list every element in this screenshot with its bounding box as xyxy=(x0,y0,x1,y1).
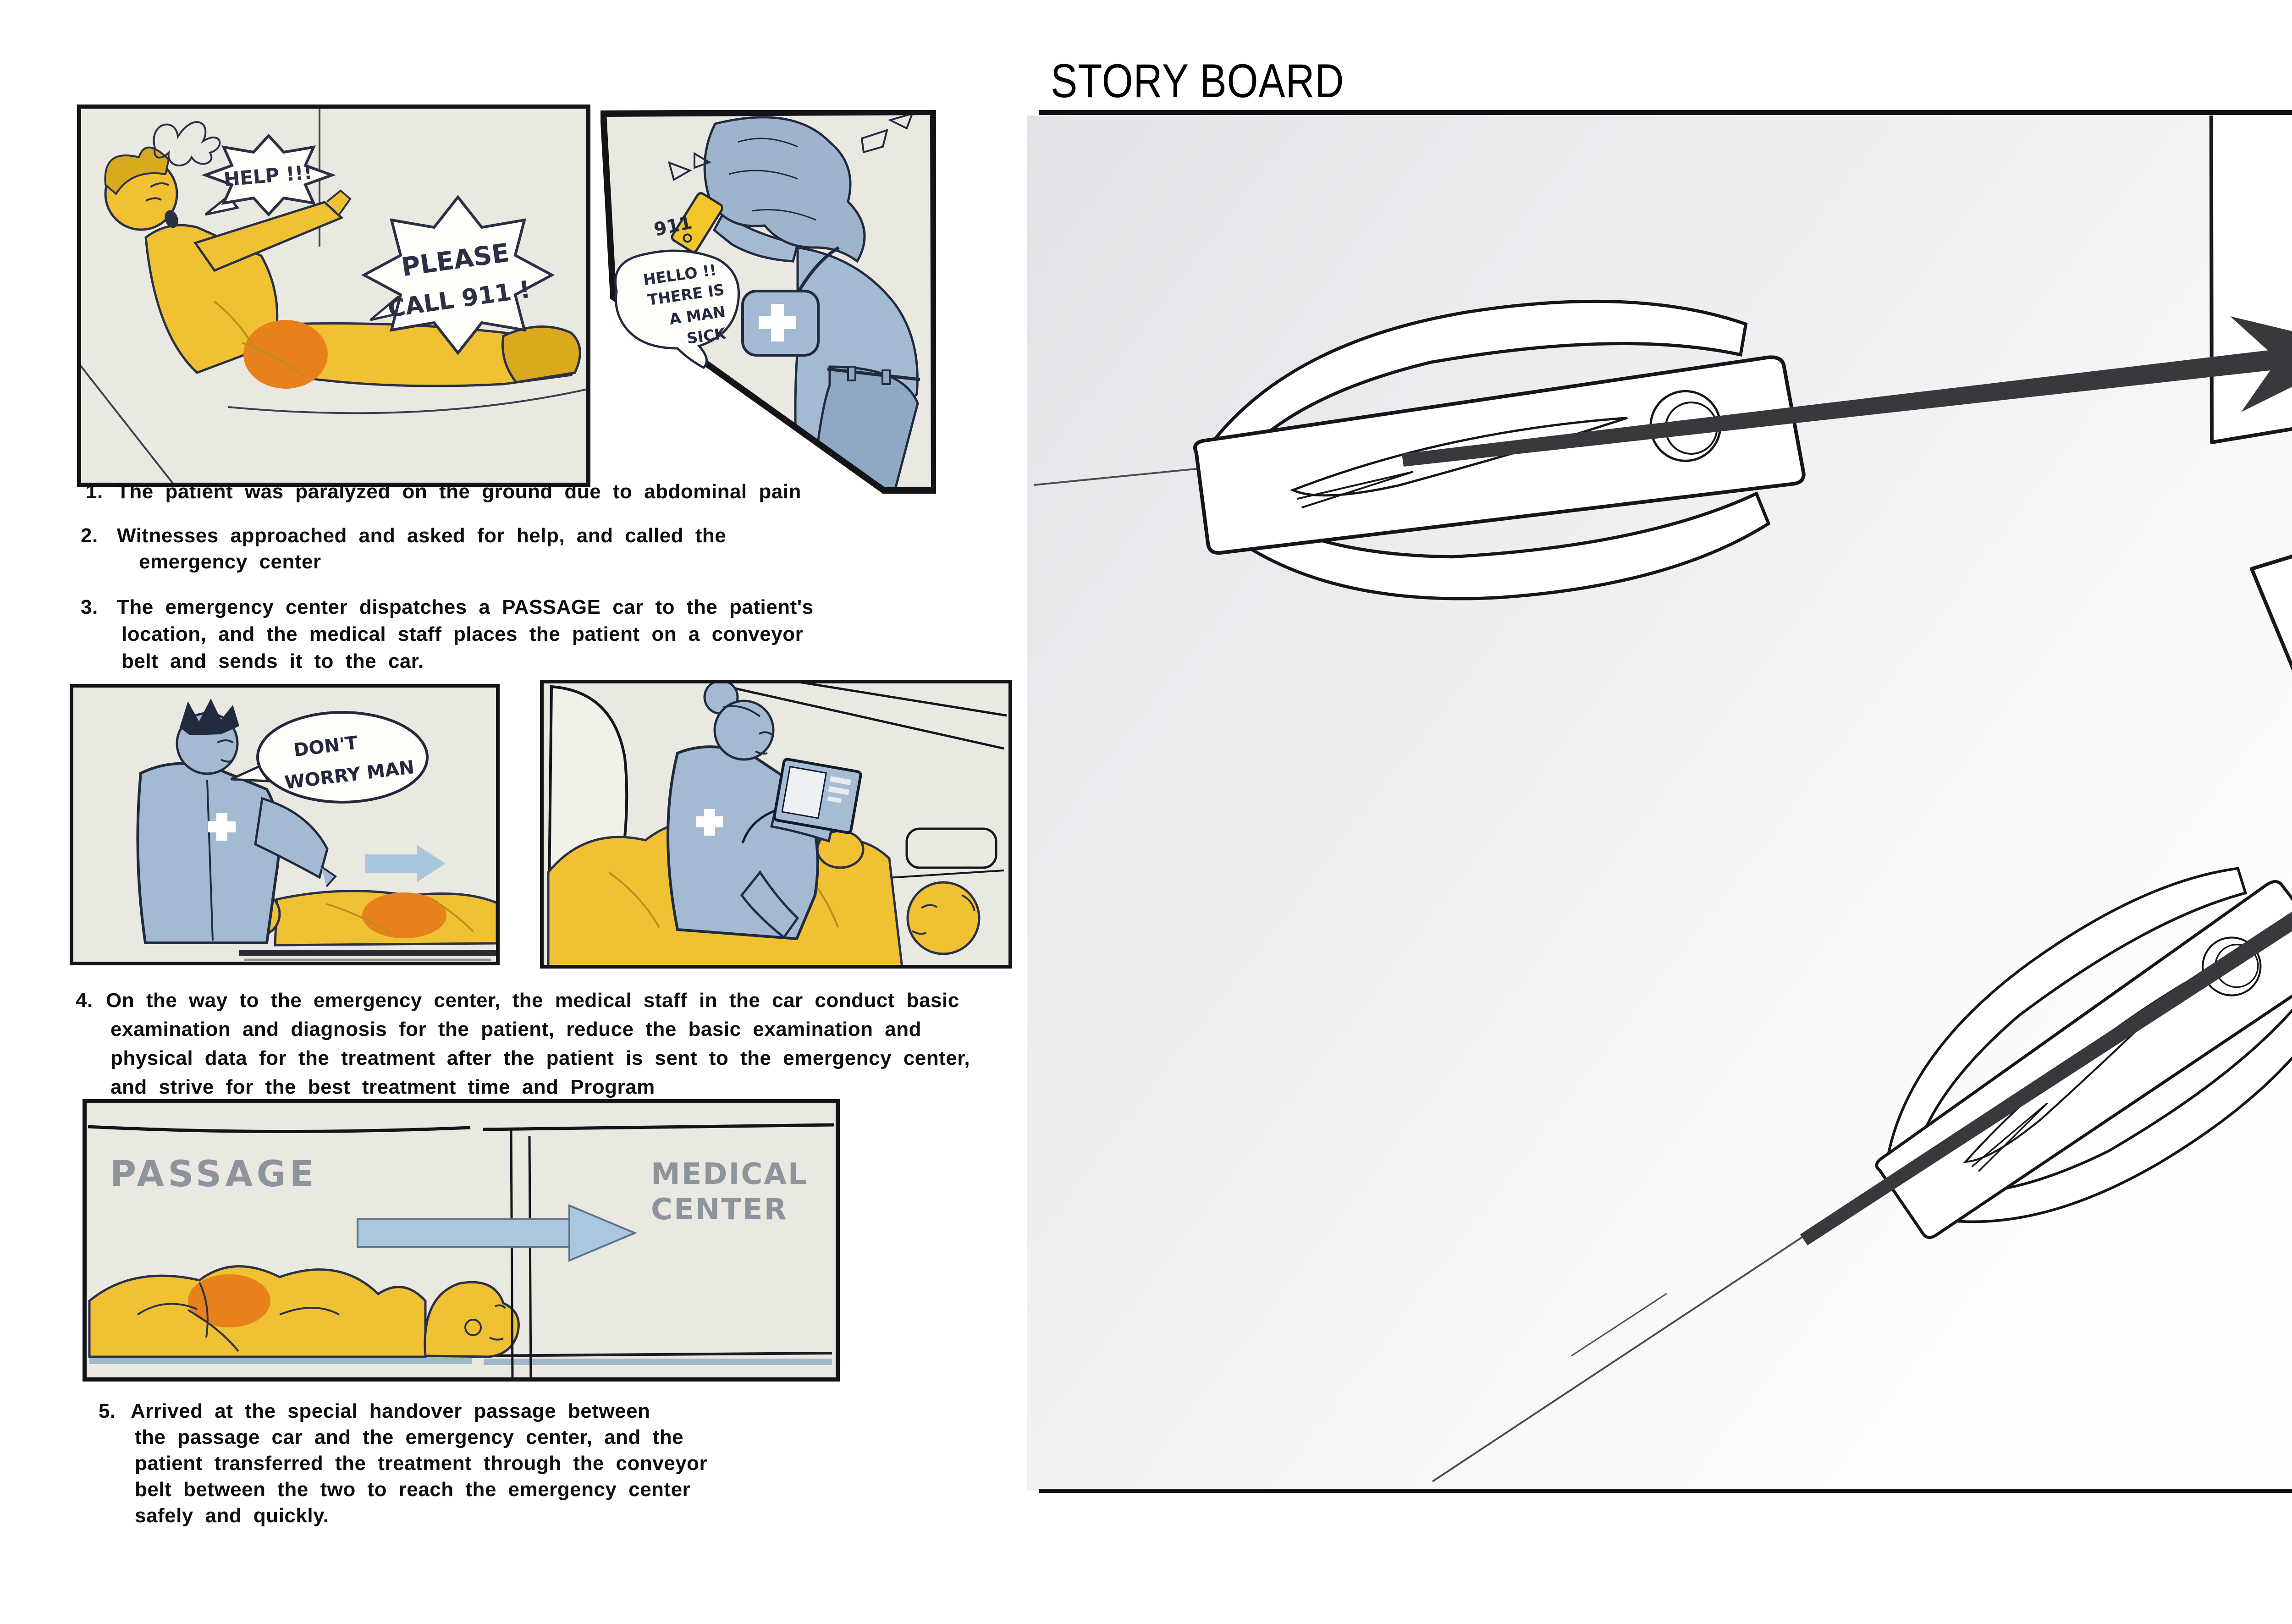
phone xyxy=(671,192,724,253)
ceiling-line xyxy=(88,1123,835,1134)
step-line: physical data for the treatment after th… xyxy=(110,1047,970,1069)
hair xyxy=(104,146,170,196)
step-line: patient transferred the treatment throug… xyxy=(135,1452,708,1475)
step-line: The patient was paralyzed on the ground … xyxy=(117,480,801,503)
panel-border xyxy=(601,110,936,494)
medical-center-label-line2: CENTER xyxy=(651,1193,788,1227)
transfer-arrow-icon xyxy=(365,845,446,882)
medical-center-label-line1: MEDICAL xyxy=(651,1157,808,1191)
step-line: the passage car and the emergency center… xyxy=(135,1426,684,1448)
belt xyxy=(827,367,920,381)
step-line: belt between the two to reach the emerge… xyxy=(135,1478,691,1501)
paramedic-figure xyxy=(136,699,337,944)
panel-5-handover-scene: PASSAGE MEDICAL CENTER xyxy=(83,1099,840,1382)
frustration-scribble xyxy=(153,121,221,166)
title-underline xyxy=(1039,110,2292,115)
application-scenario-scene xyxy=(1027,116,2292,1491)
speech-bubble-please-call-911: PLEASE CALL 911 ! xyxy=(361,195,555,355)
step-number: 4. xyxy=(76,989,93,1012)
step-line: examination and diagnosis for the patien… xyxy=(110,1018,921,1040)
paper-scrap xyxy=(860,128,888,154)
storyboard-title: STORY BOARD xyxy=(1051,55,1344,108)
trajectory-line-diagonal xyxy=(1432,912,2292,1482)
floor-line-right xyxy=(228,388,590,414)
diagnostic-tablet xyxy=(741,758,862,843)
patient-figure xyxy=(104,146,581,389)
step-line: emergency center xyxy=(139,551,321,573)
step-line: and strive for the best treatment time a… xyxy=(110,1076,655,1098)
speech-bubble-hello: HELLO !! THERE IS A MAN SICK xyxy=(614,249,740,369)
speech-bubble-dont-worry: DON'T WORRY MAN xyxy=(230,711,429,804)
patient-head xyxy=(906,881,981,955)
floor-line-left xyxy=(77,360,176,487)
pain-spot xyxy=(243,320,328,389)
open-mouth xyxy=(165,210,178,228)
hand xyxy=(326,189,352,215)
step-number: 2. xyxy=(81,524,98,547)
step-line: safely and quickly. xyxy=(135,1504,329,1527)
hair xyxy=(180,699,239,735)
docking-arrow-top xyxy=(1402,316,2292,467)
patient-on-stretcher xyxy=(230,873,498,961)
panel-4-exam-scene xyxy=(540,680,1012,969)
step-number: 1. xyxy=(86,480,103,503)
panel-1-help-scene: HELP !!! PLEASE CALL 911 ! xyxy=(77,105,590,487)
ear xyxy=(464,1319,482,1336)
panel-3-dont-worry-scene: DON'T WORRY MAN xyxy=(70,684,500,965)
sensor-cable xyxy=(741,809,776,843)
step-line: The emergency center dispatches a PASSAG… xyxy=(117,596,814,618)
step-line: On the way to the emergency center, the … xyxy=(106,989,959,1012)
handover-divider xyxy=(510,1127,532,1381)
step-number: 3. xyxy=(81,596,98,618)
motion-trail xyxy=(1571,1293,1667,1357)
ring-mark xyxy=(668,161,692,182)
step-line: Witnesses approached and asked for help,… xyxy=(117,524,727,547)
step-line: Arrived at the special handover passage … xyxy=(131,1400,650,1422)
docking-arrow-bottom xyxy=(1800,911,2292,1245)
pain-spot xyxy=(188,1274,270,1327)
paper-scrap xyxy=(887,112,914,130)
ring-mark xyxy=(694,152,711,169)
panel-2-call-911-scene: 911 HELLO !! THERE IS A MAN SICK xyxy=(601,110,936,494)
speech-bubble-help: HELP !!! xyxy=(201,133,336,217)
boot xyxy=(501,325,581,384)
pain-spot xyxy=(362,892,446,938)
passage-label: PASSAGE xyxy=(110,1154,318,1195)
step-line: location, and the medical staff places t… xyxy=(121,623,804,645)
first-aid-bag xyxy=(741,246,840,357)
door-handle xyxy=(905,827,997,869)
bottom-rule xyxy=(1039,1489,2292,1493)
transfer-arrow xyxy=(357,1204,638,1262)
nurse-head xyxy=(713,699,775,761)
step-line: belt and sends it to the car. xyxy=(121,650,424,672)
medical-center-gear xyxy=(2209,116,2292,671)
step-number: 5. xyxy=(99,1400,116,1422)
